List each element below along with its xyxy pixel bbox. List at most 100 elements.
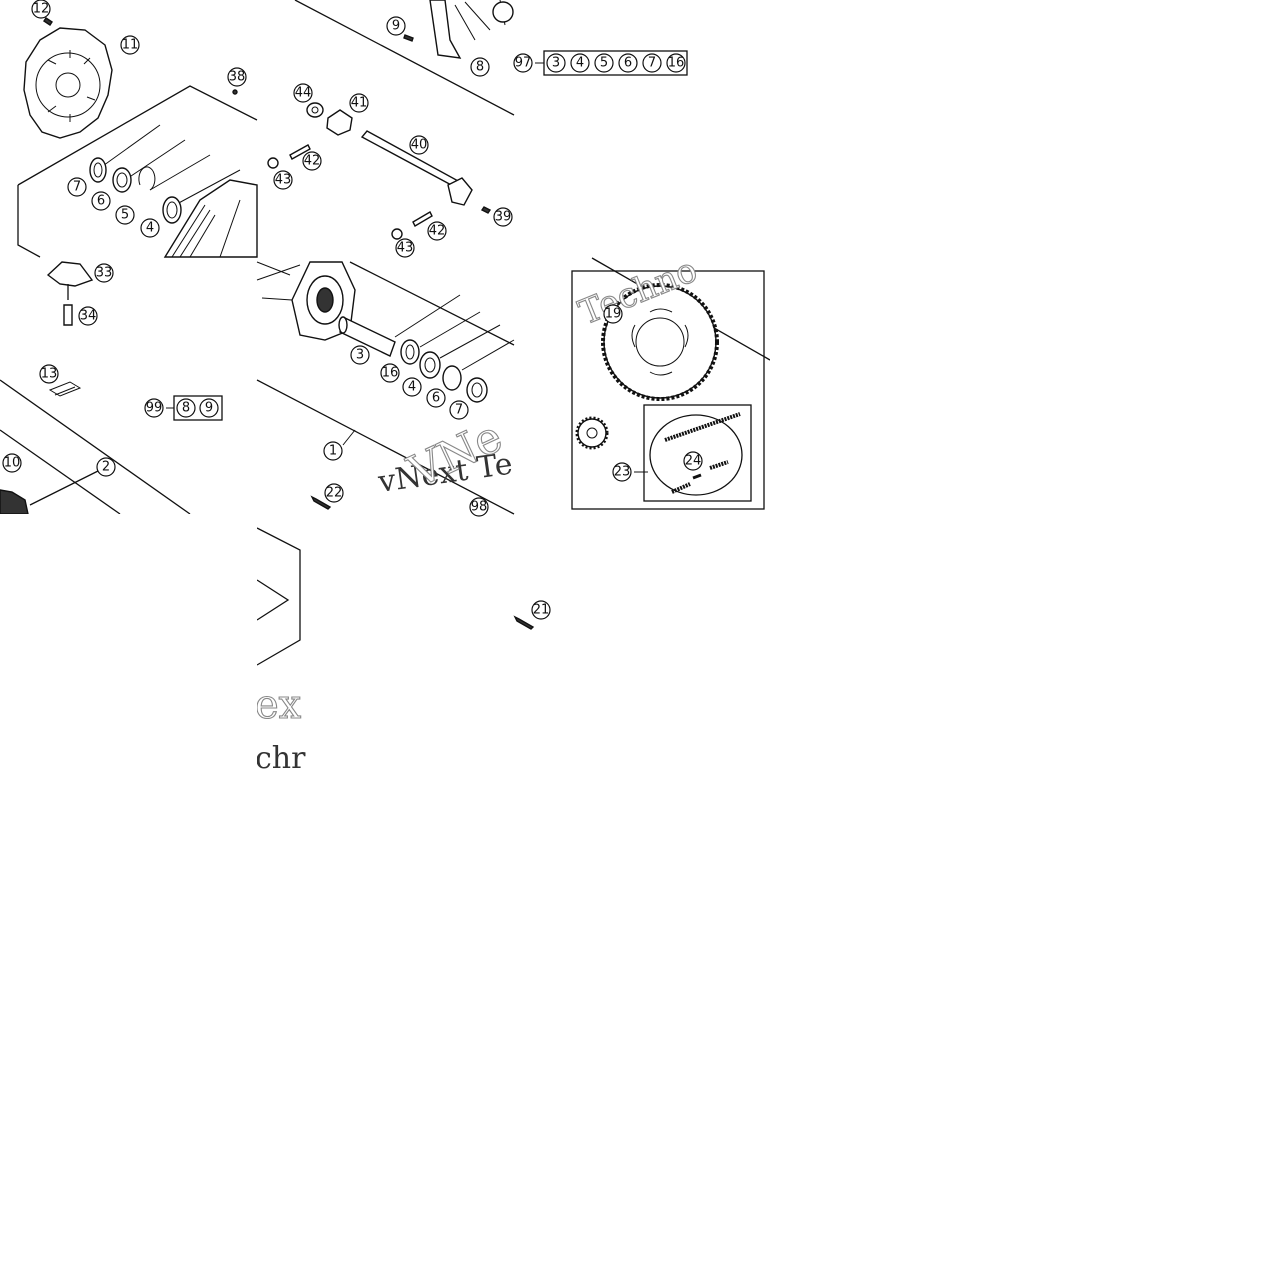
bearing-4b xyxy=(419,351,441,379)
callout-c3: 3 xyxy=(350,345,370,365)
callout-c8-label: 8 xyxy=(476,60,484,75)
callout-c21-label: 21 xyxy=(533,603,550,618)
tile-front-disc xyxy=(17,17,258,258)
callout-c38-label: 38 xyxy=(229,70,246,85)
kit-97-item-4-label: 4 xyxy=(576,56,584,71)
callout-c21: 21 xyxy=(531,600,551,620)
callout-c16: 16 xyxy=(380,363,400,383)
rim-tape-13 xyxy=(48,381,82,397)
callout-c40-label: 40 xyxy=(411,138,428,153)
tile-lower-fragment xyxy=(256,527,535,666)
kit-97-item-4: 4 xyxy=(570,53,590,73)
callout-c34-label: 34 xyxy=(80,309,97,324)
callout-c9-label: 9 xyxy=(392,19,400,34)
callout-c19: 19 xyxy=(603,304,623,324)
kit-99-item-8-label: 8 xyxy=(182,401,190,416)
callout-c11-label: 11 xyxy=(122,38,139,53)
bolt-38 xyxy=(232,89,238,95)
callout-c38: 38 xyxy=(227,67,247,87)
callout-c11: 11 xyxy=(120,35,140,55)
axle-block xyxy=(447,177,473,206)
callout-c1: 1 xyxy=(323,441,343,461)
callout-c3-label: 3 xyxy=(356,348,364,363)
callout-c99: 99 xyxy=(144,398,164,418)
adjuster-41 xyxy=(326,109,353,136)
callout-c4b: 4 xyxy=(402,377,422,397)
front-rim xyxy=(163,179,258,258)
callout-c8: 8 xyxy=(470,57,490,77)
callout-c16-label: 16 xyxy=(382,366,399,381)
callout-c39-label: 39 xyxy=(495,210,512,225)
callout-c41-label: 41 xyxy=(351,96,368,111)
seal-6b xyxy=(442,365,462,391)
callout-c98: 98 xyxy=(469,497,489,517)
kit-97-box xyxy=(535,50,688,76)
brake-disc-11 xyxy=(23,27,113,139)
bolt-21 xyxy=(513,615,535,630)
callout-c39: 39 xyxy=(493,207,513,227)
kit-99-item-9: 9 xyxy=(199,398,219,418)
watermark-ex: ex xyxy=(255,682,302,728)
callout-c40: 40 xyxy=(409,135,429,155)
hub-10 xyxy=(0,489,29,515)
rim-section xyxy=(429,0,462,59)
callout-c24: 24 xyxy=(683,451,703,471)
callout-c6a: 6 xyxy=(91,191,111,211)
nut-43b xyxy=(391,228,403,240)
bolt-22 xyxy=(310,495,332,510)
kit-97-item-7: 7 xyxy=(642,53,662,73)
callout-c2-label: 2 xyxy=(102,460,110,475)
callout-c4a: 4 xyxy=(140,218,160,238)
bearing-16 xyxy=(400,339,420,365)
nut-44 xyxy=(306,102,324,118)
callout-c1-label: 1 xyxy=(329,444,337,459)
kit-99-item-9-label: 9 xyxy=(205,401,213,416)
callout-c6a-label: 6 xyxy=(97,194,105,209)
callout-c7a-label: 7 xyxy=(73,180,81,195)
callout-c42b: 42 xyxy=(427,221,447,241)
bearing-6a xyxy=(112,167,132,193)
callout-c7a: 7 xyxy=(67,177,87,197)
nut-43a xyxy=(267,157,279,169)
callout-c4b-label: 4 xyxy=(408,380,416,395)
callout-c2: 2 xyxy=(96,457,116,477)
callout-c22: 22 xyxy=(324,483,344,503)
callout-c33-label: 33 xyxy=(96,266,113,281)
pin-42b xyxy=(412,211,433,227)
screw-12 xyxy=(43,17,53,26)
bolt-34 xyxy=(63,304,73,326)
tile-rear-hub xyxy=(256,261,515,515)
bearing-4a xyxy=(162,196,182,224)
tile-rear-axle xyxy=(267,0,515,240)
callout-c44-label: 44 xyxy=(295,86,312,101)
callout-c5a: 5 xyxy=(115,205,135,225)
kit-97-item-7-label: 7 xyxy=(648,56,656,71)
callout-c42b-label: 42 xyxy=(429,224,446,239)
callout-c44: 44 xyxy=(293,83,313,103)
callout-c43a-label: 43 xyxy=(275,173,292,188)
bolt-39 xyxy=(480,206,492,214)
callout-c4a-label: 4 xyxy=(146,221,154,236)
rear-sprocket-19 xyxy=(601,283,719,401)
kit-97-item-3-label: 3 xyxy=(552,56,560,71)
callout-c13: 13 xyxy=(39,364,59,384)
circlip-5a xyxy=(138,166,156,191)
callout-c7b-label: 7 xyxy=(455,403,463,418)
callout-c19-label: 19 xyxy=(605,307,622,322)
kit-97-item-16: 16 xyxy=(666,53,686,73)
callout-c43b-label: 43 xyxy=(397,241,414,256)
callout-c43a: 43 xyxy=(273,170,293,190)
kit-97-item-5: 5 xyxy=(594,53,614,73)
callout-c22-label: 22 xyxy=(326,486,343,501)
tile-front-hub xyxy=(0,261,223,515)
callout-c6b-label: 6 xyxy=(432,391,440,406)
spacer-7b xyxy=(466,377,488,403)
callout-c12-label: 12 xyxy=(33,2,50,17)
callout-c23-label: 23 xyxy=(614,465,631,480)
kit-97-item-6-label: 6 xyxy=(624,56,632,71)
